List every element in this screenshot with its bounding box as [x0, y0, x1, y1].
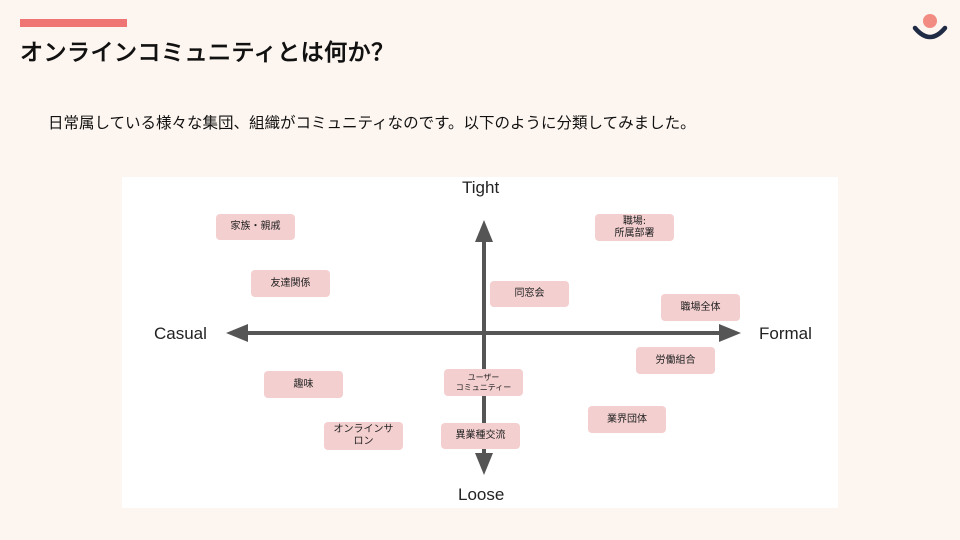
axis-label-tight: Tight: [462, 178, 500, 197]
arrow-left-icon: [226, 324, 248, 342]
axis-label-casual: Casual: [154, 324, 207, 343]
axis-label-formal: Formal: [759, 324, 812, 343]
tag-online-salon: オンラインサ ロン: [324, 422, 403, 450]
page-subtitle: 日常属している様々な集団、組織がコミュニティなのです。以下のように分類してみまし…: [48, 114, 696, 132]
tag-industry-group: 業界団体: [588, 406, 666, 433]
arrow-down-icon: [475, 453, 493, 475]
arrow-up-icon: [475, 220, 493, 242]
tag-user-community: ユーザー コミュニティー: [444, 369, 523, 396]
tag-labor-union: 労働組合: [636, 347, 715, 374]
tag-cross-industry: 異業種交流: [441, 423, 520, 449]
axis-label-loose: Loose: [458, 485, 505, 504]
axes: [226, 220, 741, 475]
tag-hobby: 趣味: [264, 371, 343, 398]
tag-family: 家族・親戚: [216, 214, 295, 240]
arrow-right-icon: [719, 324, 741, 342]
tag-alumni: 同窓会: [490, 281, 569, 307]
page-title: オンラインコミュニティとは何か？: [20, 40, 395, 66]
accent-bar: [20, 19, 127, 27]
quadrant-diagram: Tight Loose Casual Formal 家族・親戚 職場: 所属部署…: [122, 177, 838, 508]
tag-whole-workplace: 職場全体: [661, 294, 740, 321]
tag-workplace-department: 職場: 所属部署: [595, 214, 674, 241]
tag-friends: 友達関係: [251, 270, 330, 297]
smile-logo-icon: [912, 14, 948, 40]
